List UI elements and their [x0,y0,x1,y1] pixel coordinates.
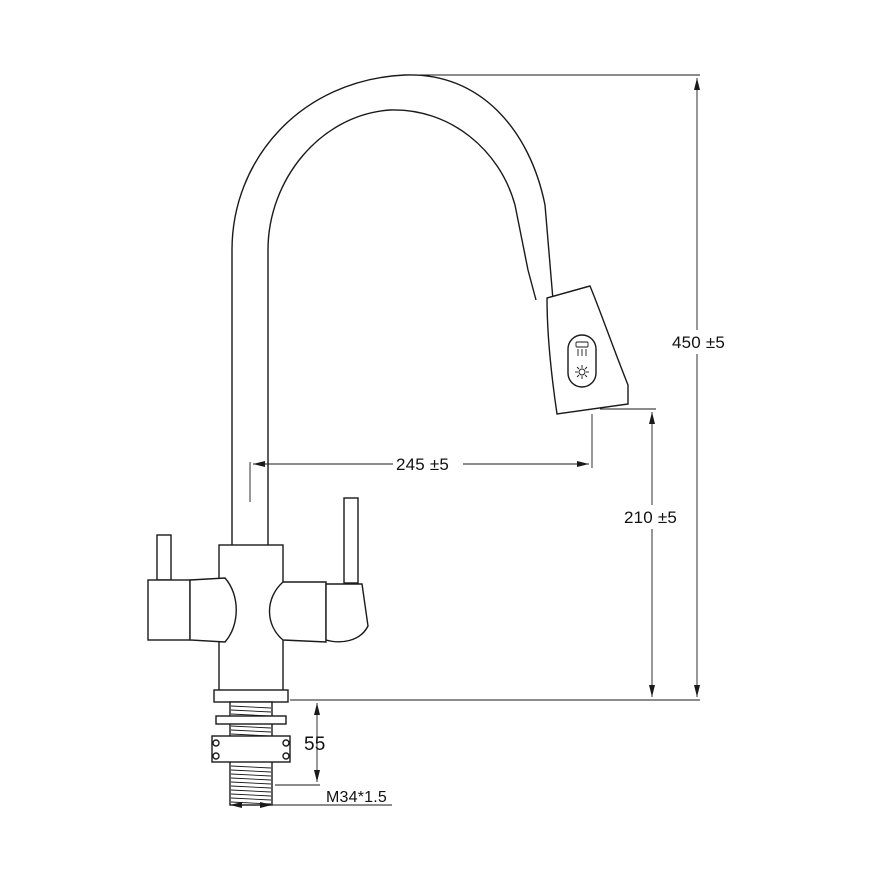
base-flange [213,689,289,703]
thread-line [230,785,272,789]
faucet-body [147,497,369,703]
mounting-nut [215,715,287,725]
dimension-shank-length: 55 [275,703,326,786]
thread-line [230,777,272,781]
thread-line [230,765,272,769]
thread-line [230,769,272,773]
spout-gooseneck [231,74,554,545]
left-handle-body [147,579,191,641]
thread-line [230,773,272,777]
thread-line [230,709,272,713]
threaded-shank [211,701,291,806]
dimension-label-thread: M34*1.5 [326,789,387,806]
spray-head [546,285,629,415]
thread-line [230,797,272,801]
spray-mode-icon [575,365,589,379]
thread-line [230,729,272,733]
left-handle-lever [156,534,172,581]
thread-line [230,793,272,797]
dimension-spout-height: 210 ±5 [600,408,684,697]
thread-line [230,781,272,785]
shower-mode-icon [575,341,589,356]
dimension-spout-reach: 245 ±5 [249,414,593,502]
dimension-label-spout-height: 210 ±5 [624,508,677,527]
right-handle-lever [343,497,359,584]
thread-line [230,725,272,729]
dimension-label-shank-length: 55 [304,734,326,755]
dimension-label-total-height: 450 ±5 [672,333,725,352]
spray-mode-button [567,334,597,388]
thread-line [230,789,272,793]
dimension-thread: M34*1.5 [230,789,392,808]
dimension-label-spout-reach: 245 ±5 [396,455,449,474]
thread-line [230,705,272,709]
dimension-height-total: 450 ±5 [290,74,735,701]
